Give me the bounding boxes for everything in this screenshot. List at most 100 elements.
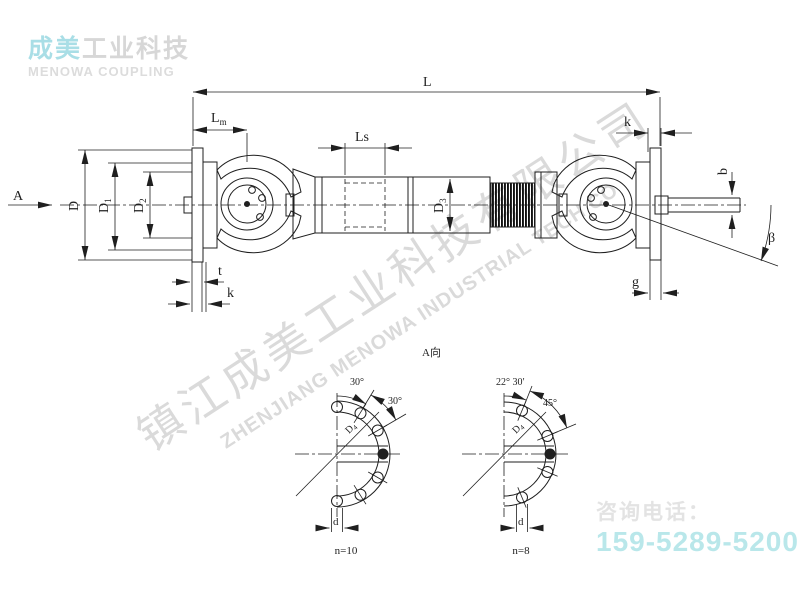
contact-label: 咨询电话： — [596, 501, 711, 524]
logo-english: MENOWA COUPLING — [28, 64, 175, 80]
dim-label-beta: β — [768, 231, 775, 246]
dim-label-D4: D4 — [510, 420, 526, 436]
yoke-left-cap — [285, 193, 295, 217]
yoke-right-arm-bottom — [551, 210, 637, 254]
yoke-right-arm-top — [551, 154, 637, 198]
dimension-k-top: k — [616, 115, 692, 137]
bolt-hole — [516, 487, 528, 508]
bearing-right-bolt — [597, 186, 605, 194]
shaft-tube — [314, 176, 491, 234]
bearing-right-inner — [586, 184, 626, 224]
angle-label: 30° — [388, 396, 402, 407]
dim-label-D1: D1 — [97, 198, 113, 213]
dimension-g: g — [632, 275, 679, 297]
angle-label: 45° — [543, 398, 557, 409]
angle-arc — [336, 393, 367, 405]
tube-body — [314, 176, 491, 234]
bolt-hole — [537, 466, 558, 478]
dim-label-A: A — [13, 189, 24, 204]
dim-label-d: d — [518, 516, 524, 528]
angle-ext — [362, 389, 375, 409]
angle-ext — [381, 413, 407, 429]
bolt-count-label: n=10 — [335, 545, 358, 557]
angle-arc — [529, 390, 568, 429]
dim-label-D2: D2 — [132, 198, 148, 213]
dimension-D3: D3 — [432, 179, 454, 231]
dim-label-g: g — [632, 275, 639, 290]
bolt-hole — [367, 471, 388, 484]
bolt-circle-diagonal — [295, 411, 380, 497]
yoke-left-arm-top — [216, 154, 302, 198]
logo-chinese: 成美工业科技 — [28, 36, 190, 62]
dimension-Lm: Lm — [193, 111, 248, 162]
yoke-right-cap — [558, 193, 568, 217]
yoke-left-arm-bottom — [216, 210, 302, 254]
flange-left-keyway — [183, 196, 193, 214]
bearing-left-outer — [220, 177, 274, 231]
bearing-left-bolt — [248, 186, 256, 194]
bearing-right-bolt — [589, 213, 597, 221]
dimension-Ls: Ls — [318, 130, 412, 175]
dim-label-L: L — [423, 75, 432, 90]
angle-ext — [523, 385, 533, 407]
bolt-hole-filled — [544, 448, 556, 460]
angle-ext — [551, 423, 577, 435]
view-direction-A: A — [8, 189, 52, 209]
flange-outer-arc — [336, 400, 391, 508]
dimension-beta: β — [605, 203, 779, 267]
yoke-left — [202, 154, 316, 254]
dim-label-D: D — [67, 201, 82, 211]
angle-label: 22° 30′ — [496, 377, 525, 388]
spline-section — [490, 171, 558, 239]
dimension-t: t — [172, 264, 224, 286]
spline-teeth — [490, 182, 536, 228]
dim-label-d: d — [333, 516, 339, 528]
dimension-b: b — [716, 168, 736, 238]
flange-right-plate — [649, 147, 662, 261]
dim-label-Ls: Ls — [355, 130, 369, 145]
contact-phone: 159-5289-5200 — [596, 526, 799, 558]
beta-arc — [760, 204, 772, 262]
dim-label-k-bottom: k — [227, 286, 234, 301]
dimension-D: D — [67, 149, 192, 261]
bearing-right-outer — [579, 177, 633, 231]
dim-label-t: t — [218, 264, 222, 279]
dim-label-k-top: k — [624, 115, 631, 130]
bolt-hole — [331, 495, 343, 507]
bolt-hole — [353, 484, 367, 505]
beta-angle-line — [605, 203, 779, 267]
bolt-view-n10: D4 30° — [295, 377, 407, 557]
bolt-count-label: n=8 — [512, 545, 530, 557]
bolt-hole — [331, 401, 343, 413]
spline-collar — [534, 171, 558, 239]
bearing-left-center — [244, 201, 250, 207]
yoke-left-hub — [202, 161, 218, 249]
bearing-left-bolt — [258, 194, 266, 202]
dim-label-b: b — [716, 168, 731, 175]
yoke-right — [551, 154, 651, 254]
angle-label: 30° — [350, 377, 364, 388]
logo-cn-highlight: 成美 — [28, 35, 83, 63]
company-logo: 成美工业科技 MENOWA COUPLING — [28, 36, 190, 79]
bearing-left-bolt — [256, 213, 264, 221]
flange-right — [647, 128, 741, 300]
bolt-view-n8: D4 22° 30′ 45° — [462, 377, 577, 557]
dimension-k-bottom: k — [168, 286, 234, 308]
dimension-L: L — [192, 75, 661, 146]
dim-label-D3: D3 — [432, 198, 448, 213]
bolt-hole-filled — [377, 448, 389, 460]
dimension-D1: D1 — [97, 162, 192, 251]
dim-label-Lm: Lm — [211, 111, 227, 127]
angle-arc — [503, 391, 527, 401]
view-A-title: A向 — [422, 345, 441, 359]
bearing-right-bolt — [587, 194, 595, 202]
bearing-left-inner — [227, 184, 267, 224]
logo-cn-rest: 工业科技 — [82, 35, 191, 63]
contact-block: 咨询电话： 159-5289-5200 — [596, 500, 799, 559]
side-view: A — [8, 75, 779, 312]
dim-label-D4: D4 — [343, 420, 359, 436]
angle-arc — [370, 394, 397, 421]
flange-right-keyway — [654, 195, 669, 215]
